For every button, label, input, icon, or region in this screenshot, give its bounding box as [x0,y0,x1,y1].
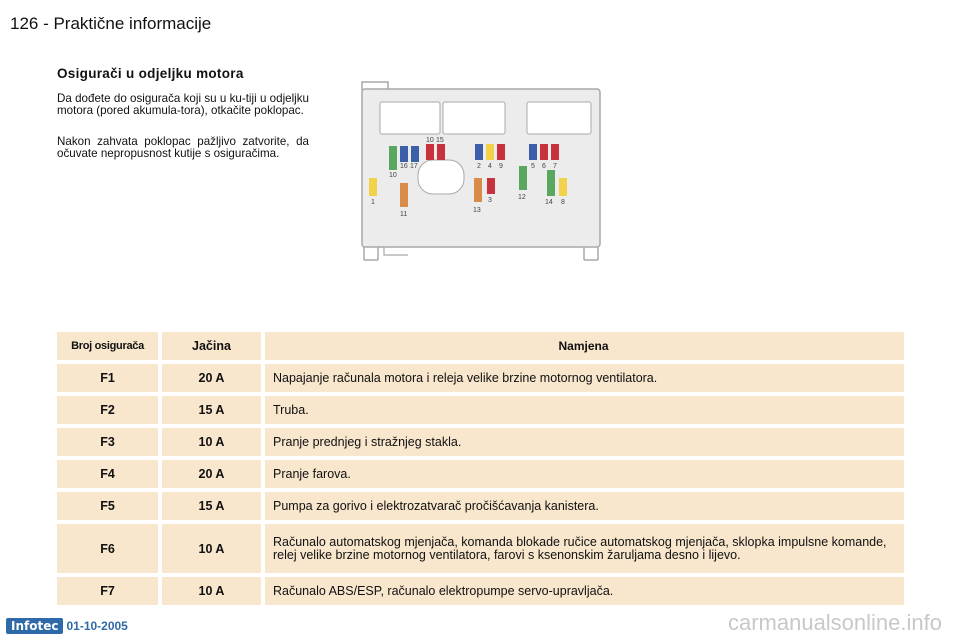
label-1: 1 [371,199,375,206]
center-opening [417,159,465,195]
fuse-id: F3 [57,428,158,456]
fuse-3-red [487,178,495,194]
fuse-purpose: Računalo ABS/ESP, računalo elektropumpe … [265,577,904,605]
fuse-7-red [551,144,559,160]
table-row: F6 10 A Računalo automatskog mjenjača, k… [57,524,904,573]
instruction-paragraph-1: Da dođete do osigurača koji su u ku-tiji… [57,92,309,117]
fuse-4-yellow [486,144,494,160]
label-13: 13 [473,207,481,214]
fuse-purpose: Pumpa za gorivo i elektrozatvarač pročiš… [265,492,904,520]
fuse-15-red-b [437,144,445,160]
page-header: 126 - Praktične informacije [10,14,212,33]
fuse-6-red [540,144,548,160]
fuse-16-blue [400,146,408,162]
label-10-top: 10 [426,137,434,144]
fuse-purpose: Pranje farova. [265,460,904,488]
fuse-10-green [389,146,397,170]
fuse-id: F2 [57,396,158,424]
fuse-purpose: Pranje prednjeg i stražnjeg stakla. [265,428,904,456]
watermark: carmanualsonline.info [727,610,942,635]
fuse-amp: 20 A [162,364,261,392]
fuse-purpose: Napajanje računala motora i releja velik… [265,364,904,392]
fuse-9-red [497,144,505,160]
fuse-amp: 15 A [162,492,261,520]
table-row: F2 15 A Truba. [57,396,904,424]
fuse-amp: 10 A [162,577,261,605]
fuse-11-orange [400,183,408,207]
table-row: F3 10 A Pranje prednjeg i stražnjeg stak… [57,428,904,456]
fuse-id: F1 [57,364,158,392]
fuse-12-green [519,166,527,190]
fuse-17-blue [411,146,419,162]
label-4: 4 [488,163,492,170]
fuse-purpose: Truba. [265,396,904,424]
fuse-id: F6 [57,524,158,573]
relay-socket-3 [526,101,592,135]
footer: Infotec 01-10-2005 [6,618,128,634]
table-row: F1 20 A Napajanje računala motora i rele… [57,364,904,392]
label-9: 9 [499,163,503,170]
fuse-15-red-a [426,144,434,160]
fuse-8-yellow [559,178,567,196]
fuse-amp: 10 A [162,524,261,573]
header-purpose: Namjena [265,332,904,360]
label-11: 11 [400,211,407,218]
table-row: F4 20 A Pranje farova. [57,460,904,488]
label-17: 17 [410,163,418,170]
fuse-id: F7 [57,577,158,605]
fuse-id: F5 [57,492,158,520]
table-header-row: Broj osigurača Jačina Namjena [57,332,904,360]
fuse-purpose: Računalo automatskog mjenjača, komanda b… [265,524,904,573]
fuse-amp: 20 A [162,460,261,488]
header-fuse-number: Broj osigurača [57,332,158,360]
table-row: F5 15 A Pumpa za gorivo i elektrozatvara… [57,492,904,520]
fuse-13-orange [474,178,482,202]
fuse-1-yellow [369,178,377,196]
infotec-logo: Infotec [6,618,64,634]
label-10: 10 [389,172,397,179]
label-3: 3 [488,197,492,204]
fuse-14-green [547,170,555,196]
section-title: Osigurači u odjeljku motora [57,66,244,81]
fuse-amp: 15 A [162,396,261,424]
fuse-table: Broj osigurača Jačina Namjena F1 20 A Na… [57,332,904,609]
relay-socket-1 [379,101,441,135]
label-12: 12 [518,194,526,201]
fuse-id: F4 [57,460,158,488]
label-2: 2 [477,163,481,170]
label-8: 8 [561,199,565,206]
header-rating: Jačina [162,332,261,360]
label-14: 14 [545,199,553,206]
instruction-paragraph-2: Nakon zahvata poklopac pažljivo zatvorit… [57,135,309,160]
label-15: 15 [436,137,444,144]
fuse-5-blue [529,144,537,160]
fuse-2-blue [475,144,483,160]
table-row: F7 10 A Računalo ABS/ESP, računalo elekt… [57,577,904,605]
relay-socket-2 [442,101,506,135]
label-7: 7 [553,163,557,170]
label-5: 5 [531,163,535,170]
label-16: 16 [400,163,408,170]
label-6: 6 [542,163,546,170]
footer-date: 01-10-2005 [66,619,128,633]
fuse-amp: 10 A [162,428,261,456]
fuse-box-diagram: 10 15 16 17 1 10 11 2 4 9 3 13 12 5 6 7 … [361,81,601,261]
